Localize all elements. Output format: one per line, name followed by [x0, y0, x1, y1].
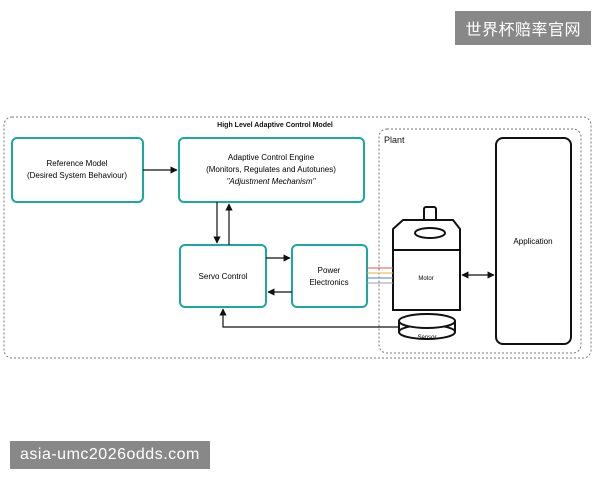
plant-title: Plant [384, 135, 405, 145]
application-block: Application [495, 137, 572, 345]
outer-model-frame [3, 116, 592, 359]
watermark-bottom-left: asia-umc2026odds.com [10, 441, 210, 469]
sensor-label: Sensor [417, 335, 436, 341]
servo-control-label: Servo Control [199, 272, 248, 281]
adaptive-engine-sublabel: (Monitors, Regulates and Autotunes) [206, 165, 336, 174]
arrow-sensor-feedback [219, 308, 399, 328]
reference-model-block: Reference Model (Desired System Behaviou… [11, 137, 144, 203]
reference-model-sublabel: (Desired System Behaviour) [27, 171, 127, 180]
application-label: Application [513, 237, 552, 246]
motor-label: Motor [418, 276, 433, 282]
outer-model-title: High Level Adaptive Control Model [217, 122, 333, 129]
power-electronics-label: Power [318, 266, 341, 275]
motor-icon: Motor [392, 206, 461, 311]
adaptive-engine-mechanism: "Adjustment Mechanism" [227, 177, 317, 186]
servo-control-block: Servo Control [179, 244, 267, 308]
power-electronics-sublabel: Electronics [309, 278, 348, 287]
sensor-icon: Sensor [398, 313, 456, 341]
watermark-top-right: 世界杯赔率官网 [455, 11, 591, 45]
plant-frame [378, 128, 582, 354]
power-electronics-block: Power Electronics [291, 244, 368, 308]
adaptive-engine-label: Adaptive Control Engine [228, 153, 315, 162]
motor-wires [367, 267, 393, 284]
reference-model-label: Reference Model [47, 159, 108, 168]
adaptive-control-engine-block: Adaptive Control Engine (Monitors, Regul… [178, 137, 365, 203]
